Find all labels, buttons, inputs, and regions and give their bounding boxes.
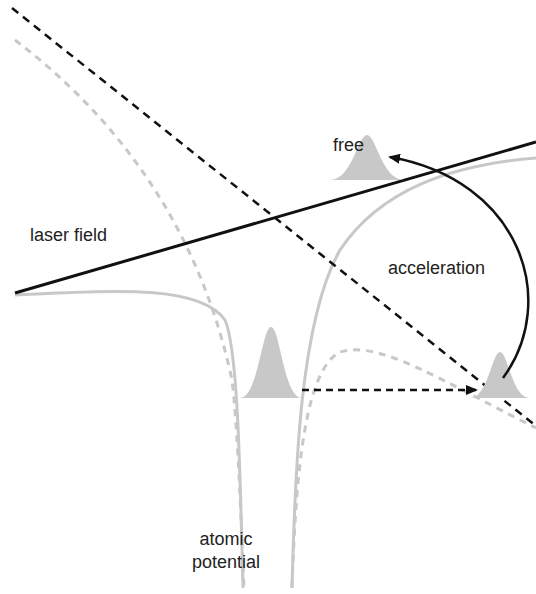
free-label: free [331, 134, 366, 157]
atomic-potential-label: atomic potential [179, 528, 273, 575]
tunneling-arrow [302, 389, 476, 392]
laser-field-dashed [12, 8, 536, 426]
acceleration-label: acceleration [386, 257, 487, 280]
laser-field-label: laser field [28, 224, 109, 247]
tunneled-wavepacket [470, 352, 530, 398]
tilted-potential-left [15, 40, 244, 588]
bound-wavepacket [240, 327, 302, 398]
tilted-potential-right [292, 350, 536, 588]
atomic-potential-right [292, 158, 536, 588]
